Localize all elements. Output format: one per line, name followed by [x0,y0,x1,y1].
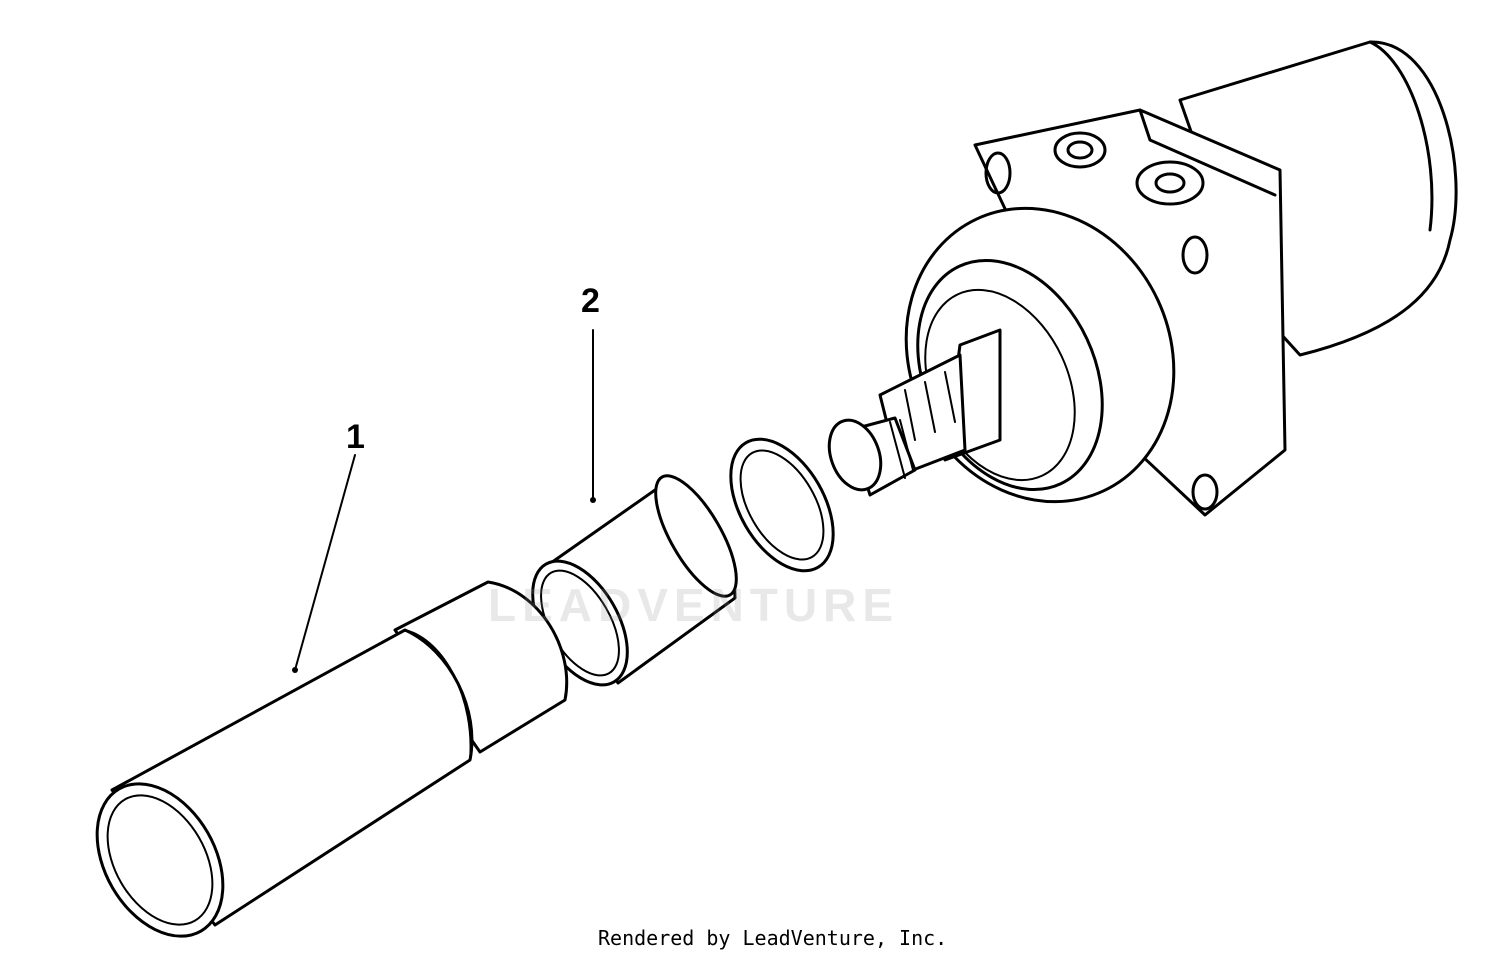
watermark: LEADVENTURE [488,579,900,631]
callout-label-1: 1 [346,418,365,456]
hydraulic-motor [827,40,1458,517]
callout-leaders [292,329,596,673]
washer-ring [729,437,835,573]
callout-label-2: 2 [581,282,600,320]
render-credit: Rendered by LeadVenture, Inc. [598,926,948,950]
part-2-bushing [531,474,738,687]
part-1-sleeve [95,580,569,938]
